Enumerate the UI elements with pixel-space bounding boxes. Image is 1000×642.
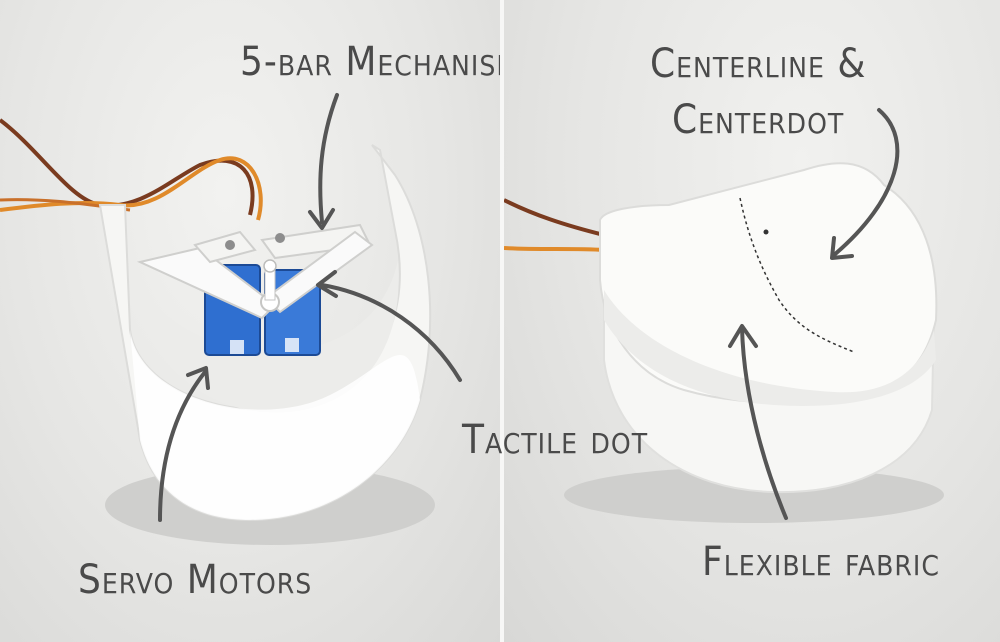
label-centerline-line1: Centerline &	[650, 41, 867, 87]
covered-device-illustration	[504, 108, 944, 523]
label-servo-motors: Servo Motors	[78, 557, 313, 603]
centerdot	[763, 229, 769, 235]
centerline	[739, 197, 855, 353]
label-flexible-fabric: Flexible fabric	[702, 539, 940, 585]
arrow-centerline	[832, 108, 900, 257]
left-photo-open-device: 5-bar Mechanism Servo Motors	[0, 0, 500, 642]
arrow-tactile-dot	[320, 283, 462, 382]
arrow-five-bar-head	[308, 208, 335, 230]
arrow-fabric-head	[728, 324, 758, 348]
housing-floor	[130, 260, 399, 413]
label-centerline-line2: Centerdot	[672, 97, 845, 143]
arrow-servo	[158, 370, 207, 522]
label-five-bar-mechanism: 5-bar Mechanism	[240, 39, 500, 85]
pivot-screw-left	[225, 240, 235, 250]
panel-divider	[500, 0, 504, 642]
arrow-fabric	[740, 326, 788, 520]
servo-wire-brown	[0, 118, 255, 216]
wire-brown	[504, 198, 605, 237]
fabric-cover	[599, 162, 938, 404]
arrow-five-bar	[318, 93, 339, 224]
wire-orange	[504, 246, 605, 252]
housing-front-face	[130, 330, 420, 520]
linkage-arm-right	[264, 230, 374, 314]
arrow-tactile-dot-head	[316, 270, 338, 298]
label-tactile-dot: Tactile dot	[462, 417, 649, 463]
pivot-screw-right	[275, 233, 285, 243]
servo-tab-2	[285, 338, 299, 352]
open-device-illustration	[0, 93, 462, 545]
fabric-fold	[604, 290, 936, 406]
arrow-centerline-head	[830, 236, 854, 260]
right-photo-covered-device: Centerline & Centerdot Flexible fabric	[504, 0, 1000, 642]
arrow-servo-head	[186, 366, 210, 390]
linkage-crank-left	[193, 230, 257, 264]
servo-tab-1	[230, 340, 244, 354]
servo-wire-orange	[0, 156, 263, 221]
tactile-dot	[263, 259, 277, 273]
